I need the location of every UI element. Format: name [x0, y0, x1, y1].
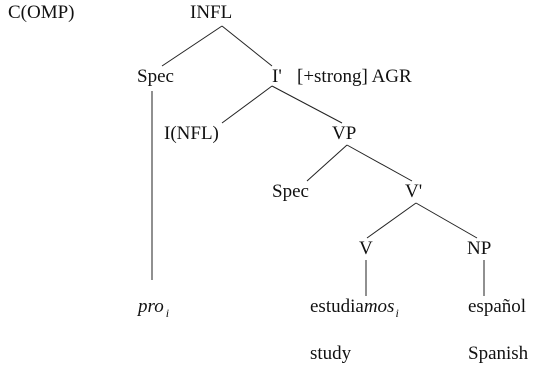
leaf-verb-index: i	[395, 306, 398, 320]
edge-vp-spec	[306, 144, 348, 182]
edge-vbar-v	[366, 202, 417, 239]
gloss-object: Spanish	[468, 343, 529, 364]
leaf-verb-stem: estudia	[310, 296, 364, 317]
tree-edges	[151, 25, 485, 296]
edge-ibar-vp	[271, 85, 343, 124]
node-spec-lower: Spec	[272, 181, 309, 202]
node-ibar: I'	[272, 66, 282, 87]
node-infl-nfl: I(NFL)	[164, 123, 219, 144]
edge-vbar-np	[415, 202, 478, 239]
node-vbar: V'	[405, 181, 422, 202]
node-comp: C(OMP)	[8, 2, 75, 23]
leaf-pro-index: i	[166, 306, 169, 320]
leaf-verb-suffix: mos	[364, 296, 395, 317]
node-ibar-features: [+strong] AGR	[297, 66, 412, 87]
edge-infl-spec	[161, 25, 223, 67]
edge-vp-vbar	[346, 144, 413, 182]
leaf-object: español	[468, 296, 526, 317]
node-infl: INFL	[190, 2, 232, 23]
tree-nodes: C(OMP) INFL Spec I' [+strong] AGR I(NFL)…	[8, 2, 491, 259]
node-spec-upper: Spec	[137, 66, 174, 87]
leaf-pro-stem: pro	[136, 296, 164, 317]
gloss-verb: study	[310, 343, 352, 364]
tree-glosses: study Spanish	[310, 343, 529, 364]
node-vp: VP	[332, 123, 356, 144]
edge-infl-ibar	[221, 25, 273, 67]
leaf-verb: estudiamosi	[310, 296, 399, 320]
edge-ibar-infl-nfl	[221, 85, 273, 124]
node-np: NP	[467, 238, 491, 259]
node-v: V	[359, 238, 373, 259]
